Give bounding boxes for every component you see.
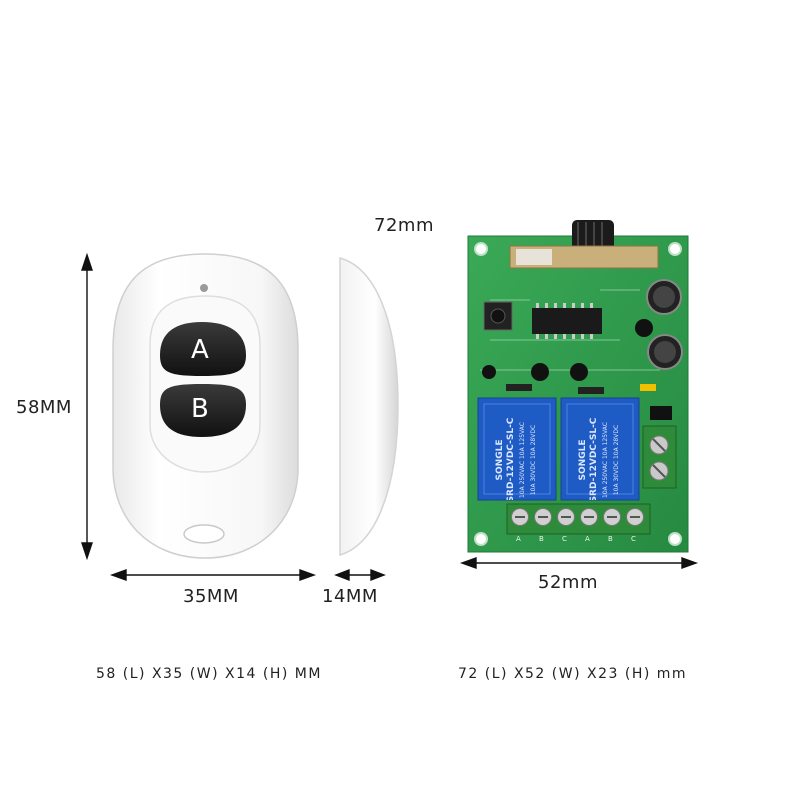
- terminal-label: C: [631, 535, 636, 543]
- remote-width-arrow: [109, 569, 317, 581]
- remote-size-caption: 58 (L) X35 (W) X14 (H) MM: [96, 666, 322, 682]
- terminal-label: A: [516, 535, 521, 543]
- relay-2-rating-1: 10A 250VAC 10A 125VAC: [602, 422, 609, 498]
- board-width-label: 52mm: [538, 572, 598, 593]
- remote-height-arrow: [81, 252, 93, 561]
- keyring-hole: [183, 524, 225, 544]
- terminal-label: B: [608, 535, 613, 543]
- relay-2-rating-2: 10A 30VDC 10A 28VDC: [613, 424, 620, 496]
- relay-2-text: SONGLE SRD-12VDC-SL-C 10A 250VAC 10A 125…: [561, 398, 639, 500]
- led-indicator: [200, 284, 208, 292]
- remote-thickness-label: 14MM: [322, 586, 378, 607]
- capacitor: [647, 334, 683, 370]
- terminal-label: C: [562, 535, 567, 543]
- board-height-label: 72mm: [374, 215, 434, 236]
- relay-1-text: SONGLE SRD-12VDC-SL-C 10A 250VAC 10A 125…: [478, 398, 556, 500]
- remote-height-label: 58MM: [16, 397, 72, 418]
- remote-button-a: [160, 322, 246, 376]
- relay-1-rating-1: 10A 250VAC 10A 125VAC: [519, 422, 526, 498]
- remote-button-a-label: A: [191, 335, 210, 365]
- relay-2-brand: SONGLE: [578, 439, 588, 481]
- relay-1: [477, 397, 557, 501]
- terminal-screw: [580, 508, 598, 526]
- relay-2: [560, 397, 640, 501]
- terminal-screw: [603, 508, 621, 526]
- remote-width-label: 35MM: [183, 586, 239, 607]
- remote-control: [112, 253, 299, 559]
- remote-side-view: [339, 257, 399, 556]
- ic-chip: [532, 308, 602, 334]
- relay-2-model: SRD-12VDC-SL-C: [589, 417, 599, 500]
- terminal-label: A: [585, 535, 590, 543]
- antenna-coil: [572, 220, 614, 252]
- terminal-screw: [557, 508, 575, 526]
- remote-button-b-label: B: [191, 394, 210, 424]
- capacitor: [646, 279, 682, 315]
- terminal-label: B: [539, 535, 544, 543]
- receiver-board: [467, 220, 689, 553]
- power-terminal: [642, 425, 677, 489]
- terminal-screw: [511, 508, 529, 526]
- terminal-screw: [626, 508, 644, 526]
- remote-thickness-arrow: [334, 568, 386, 582]
- board-width-arrow: [459, 557, 699, 569]
- remote-button-b: [160, 384, 246, 437]
- relay-1-brand: SONGLE: [495, 439, 505, 481]
- relay-1-rating-2: 10A 30VDC 10A 28VDC: [530, 424, 537, 496]
- board-size-caption: 72 (L) X52 (W) X23 (H) mm: [458, 666, 688, 682]
- terminal-screw: [534, 508, 552, 526]
- relay-1-model: SRD-12VDC-SL-C: [506, 417, 516, 500]
